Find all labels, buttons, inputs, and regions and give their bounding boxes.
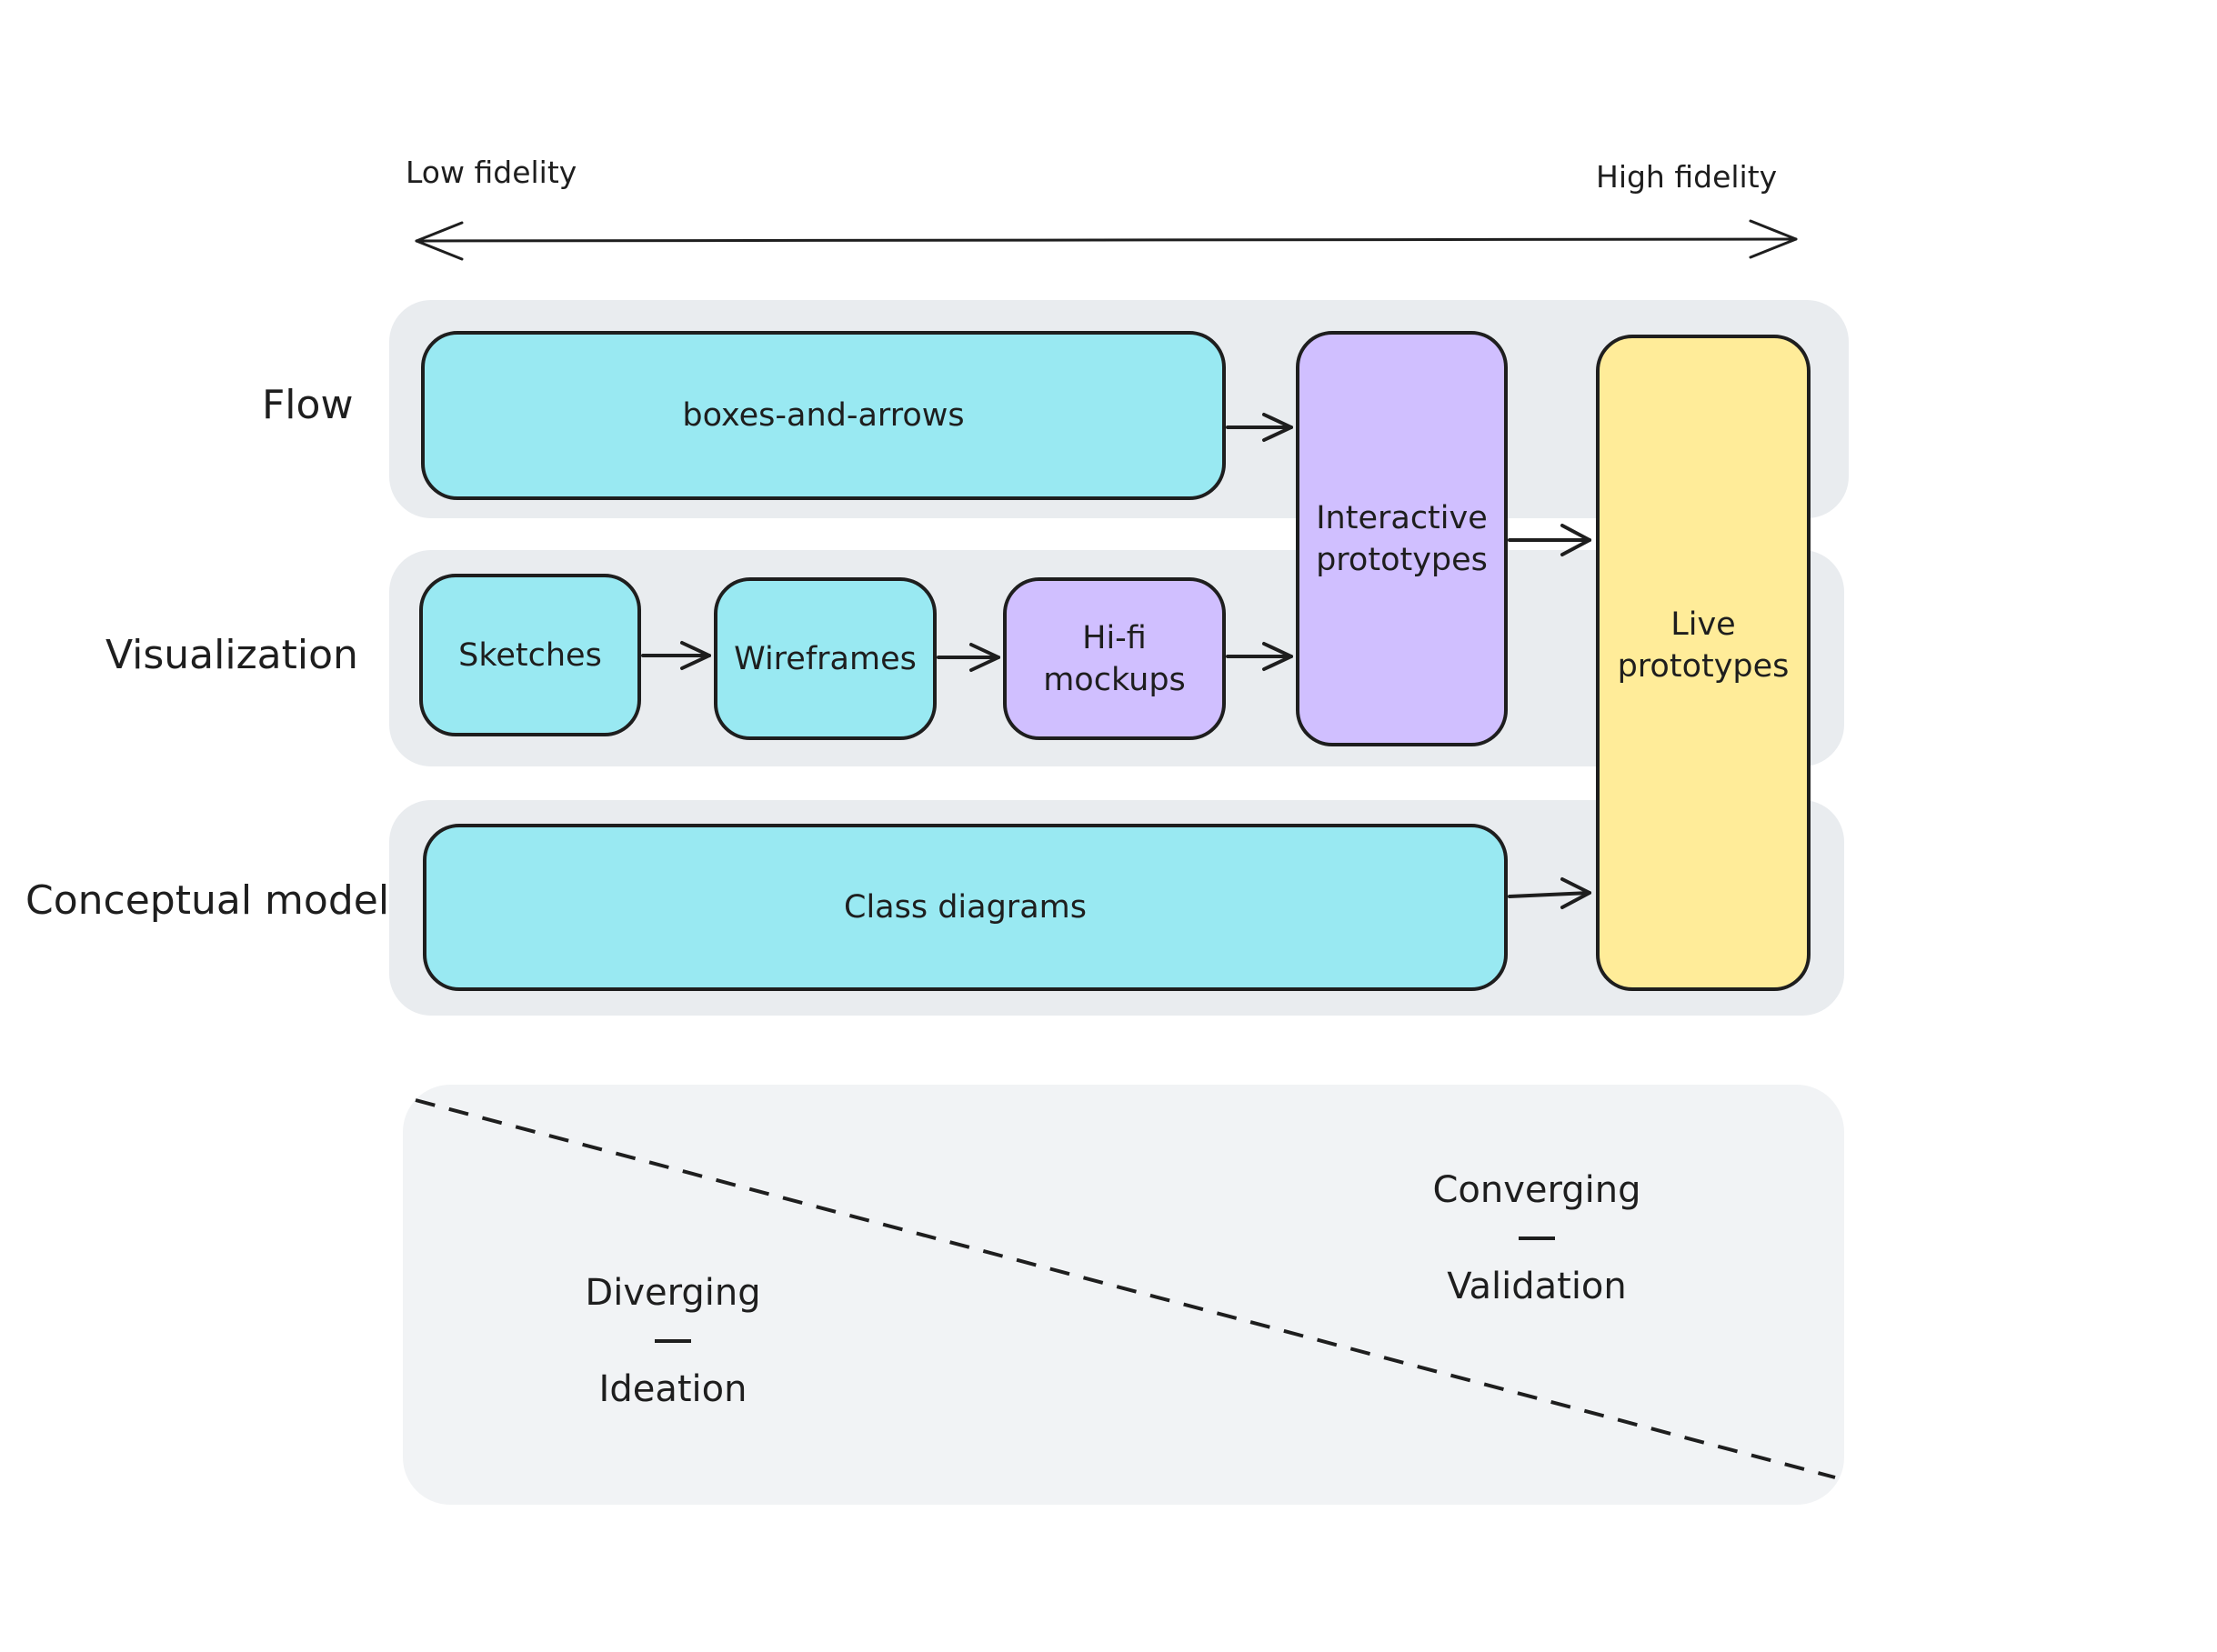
node-interactive-prototypes-label: Interactive prototypes — [1316, 497, 1488, 581]
phase-diverging-subtitle: Ideation — [598, 1368, 747, 1410]
diagonal-divider — [415, 1098, 1836, 1479]
phase-diverging: Diverging Ideation — [546, 1268, 800, 1414]
phase-diverging-dash — [655, 1339, 691, 1343]
phase-converging: Converging Validation — [1400, 1166, 1673, 1311]
arrow-hifi-to-interactive — [1226, 642, 1293, 671]
node-live-line-1: Live — [1670, 606, 1736, 643]
node-wireframes-label: Wireframes — [734, 640, 917, 677]
node-interactive-prototypes[interactable]: Interactive prototypes — [1296, 331, 1508, 746]
arrow-interactive-to-live — [1508, 524, 1591, 556]
node-class-diagrams-label: Class diagrams — [844, 889, 1087, 926]
node-hifi-line-1: Hi-fi — [1082, 619, 1147, 656]
phase-converging-title: Converging — [1432, 1169, 1641, 1211]
low-fidelity-label: Low fidelity — [406, 155, 577, 190]
fidelity-axis-arrow — [415, 219, 1798, 261]
node-boxes-and-arrows[interactable]: boxes-and-arrows — [421, 331, 1226, 500]
row-label-conceptual-model: Conceptual model — [25, 877, 390, 924]
high-fidelity-label: High fidelity — [1596, 159, 1778, 195]
node-class-diagrams[interactable]: Class diagrams — [423, 824, 1508, 991]
phase-converging-dash — [1519, 1236, 1555, 1240]
node-hifi-line-2: mockups — [1043, 661, 1186, 698]
arrow-boxes-to-interactive — [1226, 413, 1293, 442]
node-hifi-mockups[interactable]: Hi-fi mockups — [1003, 577, 1226, 740]
row-label-visualization: Visualization — [105, 632, 358, 678]
node-interactive-line-2: prototypes — [1316, 541, 1488, 578]
arrow-sketches-to-wireframes — [641, 641, 711, 670]
row-label-flow: Flow — [262, 382, 354, 428]
arrow-wireframes-to-hifi — [937, 643, 1000, 672]
node-boxes-and-arrows-label: boxes-and-arrows — [682, 397, 965, 434]
phase-diverging-title: Diverging — [585, 1272, 761, 1314]
phase-converging-subtitle: Validation — [1447, 1266, 1627, 1307]
node-live-prototypes[interactable]: Live prototypes — [1596, 335, 1811, 991]
node-wireframes[interactable]: Wireframes — [714, 577, 937, 740]
arrow-class-diagrams-to-live — [1508, 877, 1591, 909]
node-interactive-line-1: Interactive — [1316, 499, 1488, 536]
phase-panel — [403, 1085, 1844, 1505]
node-sketches-label: Sketches — [458, 636, 602, 674]
node-live-line-2: prototypes — [1617, 648, 1790, 685]
node-sketches[interactable]: Sketches — [419, 574, 641, 736]
node-live-prototypes-label: Live prototypes — [1618, 604, 1790, 687]
node-hifi-mockups-label: Hi-fi mockups — [1043, 617, 1186, 701]
